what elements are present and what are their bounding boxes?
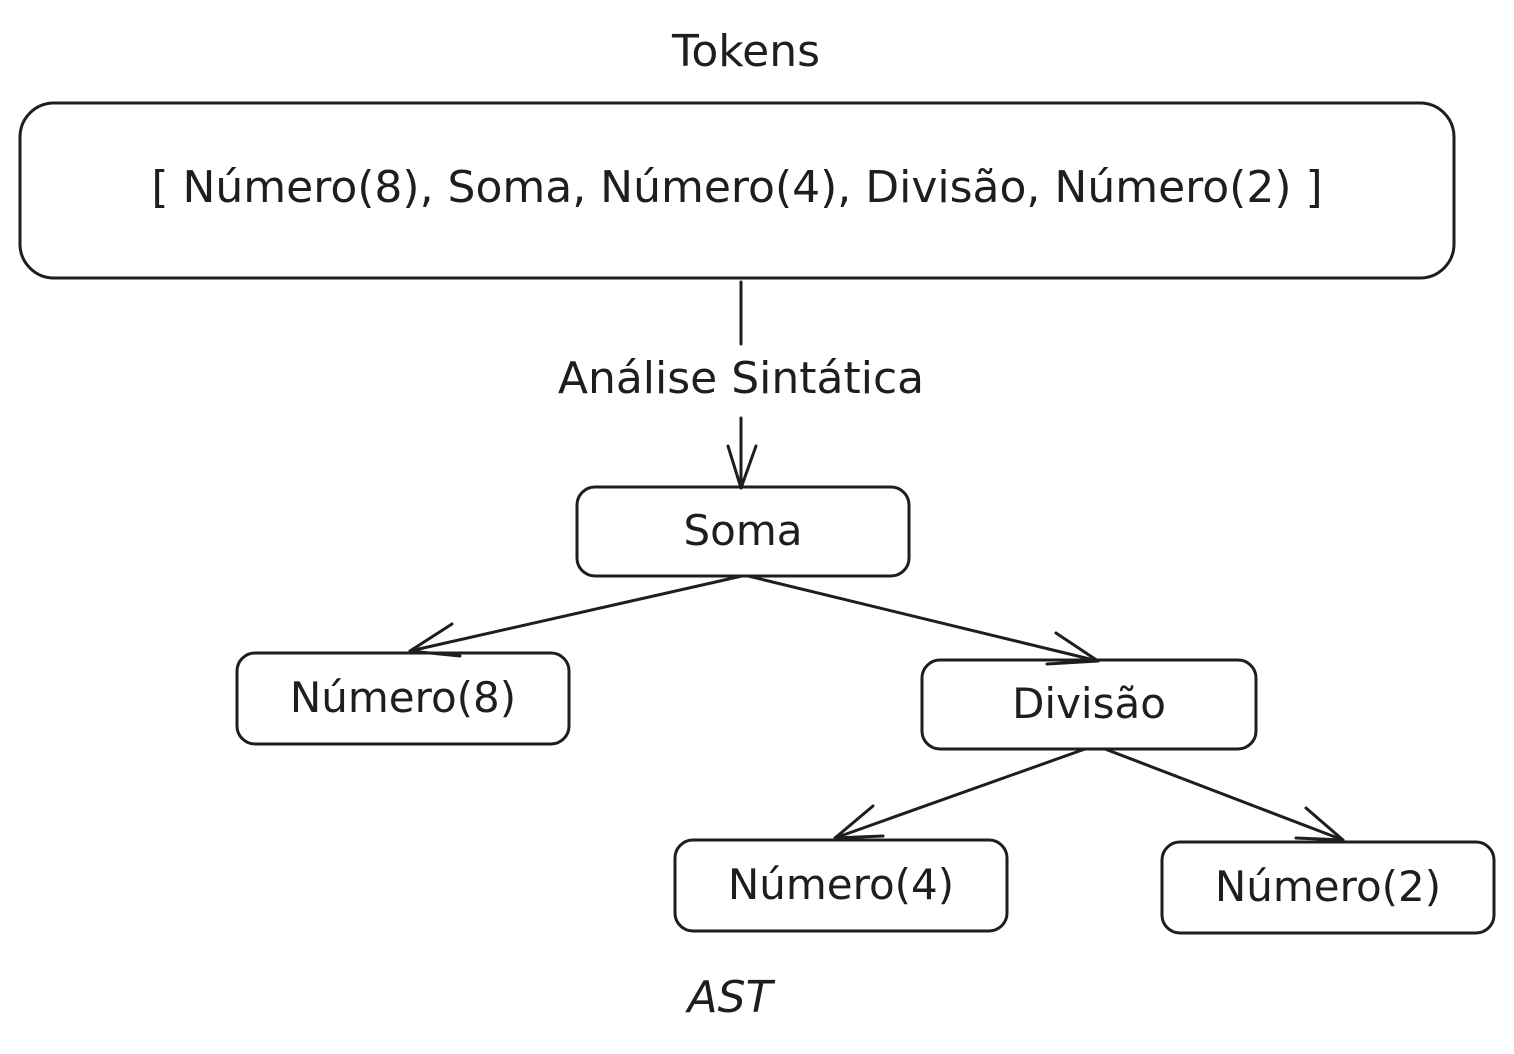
parse-step-label: Análise Sintática (557, 353, 925, 404)
ast-caption: AST (687, 972, 773, 1023)
edge-soma-numero-8-arrowhead (408, 622, 462, 658)
node-numero-2: Número(2) (1214, 862, 1442, 911)
edge-divisao-numero-4-arrowhead (833, 804, 885, 840)
node-box-numero-4 (673, 838, 1009, 933)
node-soma: Soma (683, 506, 803, 555)
edge-divisao-numero-2-arrowhead (1294, 806, 1345, 842)
edge-divisao-numero-2 (1103, 747, 1345, 842)
edge-soma-divisao (746, 574, 1100, 663)
node-box-numero-8 (235, 651, 571, 746)
edge-soma-divisao-arrowhead (1045, 631, 1100, 666)
tokens-box (18, 101, 1456, 280)
node-numero-4: Número(4) (727, 860, 955, 909)
tokens-list: [ Número(8), Soma, Número(4), Divisão, N… (151, 162, 1323, 213)
edge-soma-numero-8 (408, 574, 744, 653)
node-box-numero-2 (1160, 840, 1496, 935)
edge-divisao-numero-4 (833, 747, 1087, 840)
node-divisao: Divisão (1012, 679, 1166, 728)
node-numero-8: Número(8) (289, 673, 517, 722)
tokens-title: Tokens (671, 26, 821, 77)
